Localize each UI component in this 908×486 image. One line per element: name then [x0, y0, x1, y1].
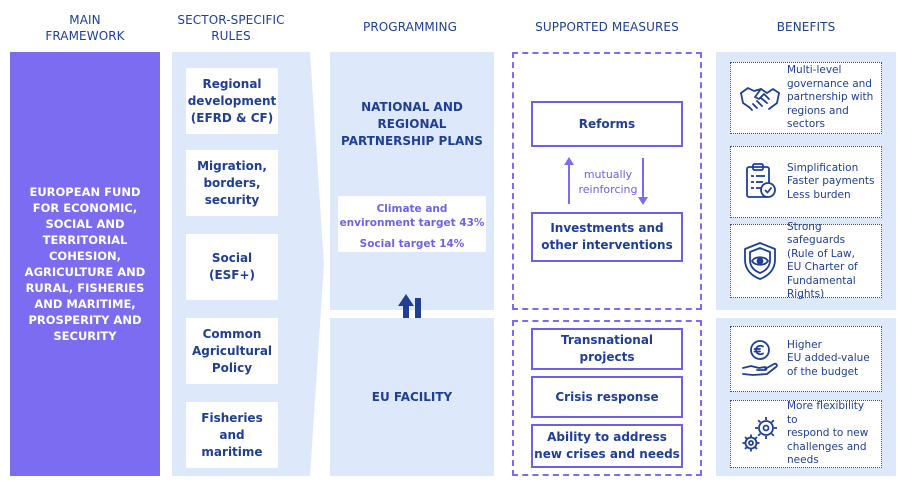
- national-plans-panel: [330, 52, 494, 310]
- up-arrow-icon: [564, 157, 574, 204]
- benefit-simplification: Simplification Faster payments Less burd…: [730, 146, 882, 218]
- ability-box: Ability to address new crises and needs: [531, 424, 683, 468]
- measures-lower-group: [512, 320, 702, 476]
- rule-cap: Common Agricultural Policy: [186, 318, 278, 384]
- investments-box: Investments and other interventions: [531, 212, 683, 262]
- header-supported-measures: SUPPORTED MEASURES: [535, 20, 679, 34]
- crisis-response-box: Crisis response: [531, 376, 683, 418]
- handshake-icon: [740, 87, 780, 111]
- gears-icon: [742, 417, 777, 452]
- benefit-safeguards-text: Strong safeguards (Rule of Law, EU Chart…: [787, 220, 858, 301]
- euro-hand-icon: [742, 340, 778, 376]
- funnel-chevron: [290, 52, 324, 476]
- benefit-governance: Multi-level governance and partnership w…: [730, 62, 882, 134]
- benefit-simplification-text: Simplification Faster payments Less burd…: [787, 161, 875, 201]
- reforms-box: Reforms: [531, 101, 683, 147]
- eu-facility-panel: [330, 318, 494, 476]
- main-framework-text: EUROPEAN FUND FOR ECONOMIC, SOCIAL AND T…: [24, 185, 146, 343]
- benefit-flexibility-text: More flexibility to respond to new chall…: [787, 400, 869, 467]
- eu-facility-title: EU FACILITY: [371, 389, 453, 404]
- header-sector-rules: SECTOR-SPECIFIC RULES: [177, 13, 285, 43]
- measures-upper-group: [512, 52, 702, 310]
- clipboard-check-icon: [746, 163, 776, 198]
- transnational-box: Transnational projects: [531, 328, 683, 370]
- main-framework-box: EUROPEAN FUND FOR ECONOMIC, SOCIAL AND T…: [10, 52, 160, 476]
- rule-migration: Migration, borders, security: [186, 150, 278, 216]
- benefit-governance-text: Multi-level governance and partnership w…: [787, 64, 874, 131]
- benefit-flexibility: More flexibility to respond to new chall…: [730, 400, 882, 468]
- down-arrow-icon: [638, 158, 648, 205]
- rule-social: Social (ESF+): [186, 234, 278, 300]
- targets-box: Climate and environment target 43% Socia…: [338, 196, 486, 252]
- benefit-added-value: Higher EU added-value of the budget: [730, 326, 882, 392]
- national-plans-title: NATIONAL AND REGIONAL PARTNERSHIP PLANS: [341, 99, 483, 148]
- header-benefits: BENEFITS: [776, 20, 836, 34]
- header-main-framework: MAIN FRAMEWORK: [45, 13, 125, 43]
- shield-eye-icon: [744, 242, 776, 280]
- rule-regional-development: Regional development (EFRD & CF): [186, 68, 278, 134]
- climate-target: Climate and environment target 43%: [339, 203, 485, 229]
- social-target: Social target 14%: [359, 238, 465, 250]
- rule-fisheries: Fisheries and maritime: [186, 402, 278, 468]
- benefit-safeguards: Strong safeguards (Rule of Law, EU Chart…: [730, 221, 882, 300]
- benefit-added-value-text: Higher EU added-value of the budget: [787, 338, 870, 378]
- mutually-reinforcing-label: mutually reinforcing: [578, 168, 638, 196]
- header-programming: PROGRAMMING: [362, 20, 457, 34]
